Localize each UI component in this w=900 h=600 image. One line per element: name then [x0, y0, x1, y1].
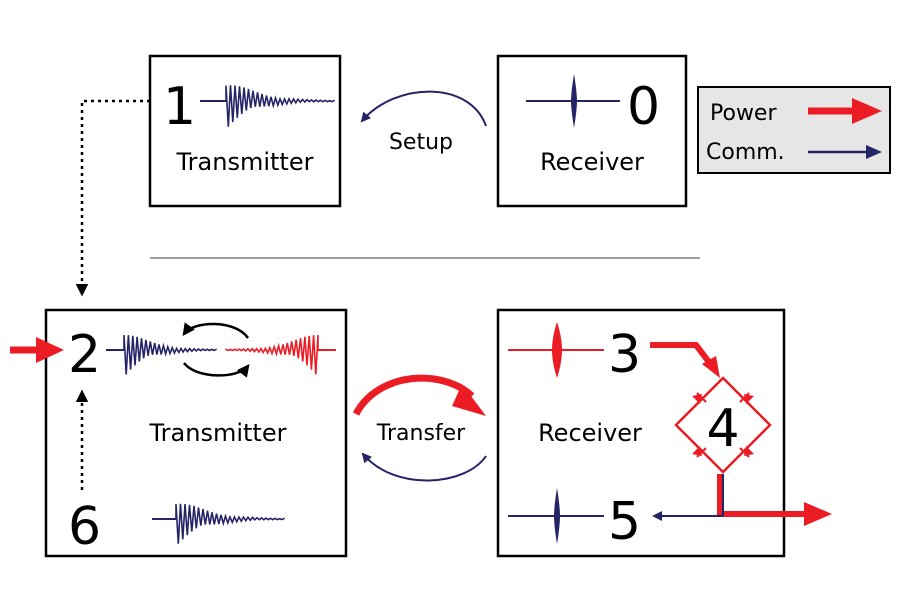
- swap-arrows-icon: [182, 322, 250, 378]
- setup-transmitter-step: 1: [163, 77, 196, 137]
- legend-comm-label: Comm.: [706, 140, 785, 165]
- power-output-arrow: [717, 474, 832, 526]
- transfer-receiver-step-out: 5: [608, 492, 641, 552]
- transfer-receiver-step-in: 3: [608, 325, 641, 385]
- transfer-transmitter-step-top: 2: [68, 325, 101, 385]
- legend-power-arrow: [808, 98, 882, 124]
- legend-power-label: Power: [710, 101, 777, 126]
- transfer-transmitter-label: Transmitter: [149, 419, 287, 447]
- transfer-receiver-label: Receiver: [538, 419, 642, 447]
- legend-comm-arrow: [808, 145, 882, 159]
- bridge-rectifier-icon: [674, 376, 772, 474]
- setup-transmitter-label: Transmitter: [176, 148, 314, 176]
- setup-receiver-label: Receiver: [540, 148, 644, 176]
- transfer-comm-arrow: [361, 452, 487, 482]
- transfer-transmitter-step-bottom: 6: [68, 497, 101, 557]
- impulse-icon: [508, 488, 604, 544]
- power-input-arrow: [10, 337, 64, 363]
- decaying-pulse-icon: [152, 503, 285, 544]
- impulse-icon: [508, 322, 604, 378]
- reversed-pulse-icon: [225, 335, 336, 375]
- decaying-pulse-icon: [106, 335, 217, 375]
- rectifier-input-arrow: [650, 342, 720, 378]
- setup-receiver-box: [496, 54, 688, 208]
- setup-arrow-label: Setup: [389, 130, 453, 155]
- transfer-power-arrow: [352, 374, 486, 416]
- setup-comm-arrow: [360, 90, 487, 127]
- impulse-icon: [526, 74, 620, 128]
- dotted-link-1-to-2: [75, 99, 150, 297]
- decaying-pulse-icon: [200, 85, 335, 127]
- setup-transmitter-box: [148, 54, 342, 208]
- transfer-arrow-label: Transfer: [376, 421, 466, 446]
- transfer-receiver-step-rectifier: 4: [706, 399, 739, 459]
- setup-receiver-step: 0: [627, 77, 660, 137]
